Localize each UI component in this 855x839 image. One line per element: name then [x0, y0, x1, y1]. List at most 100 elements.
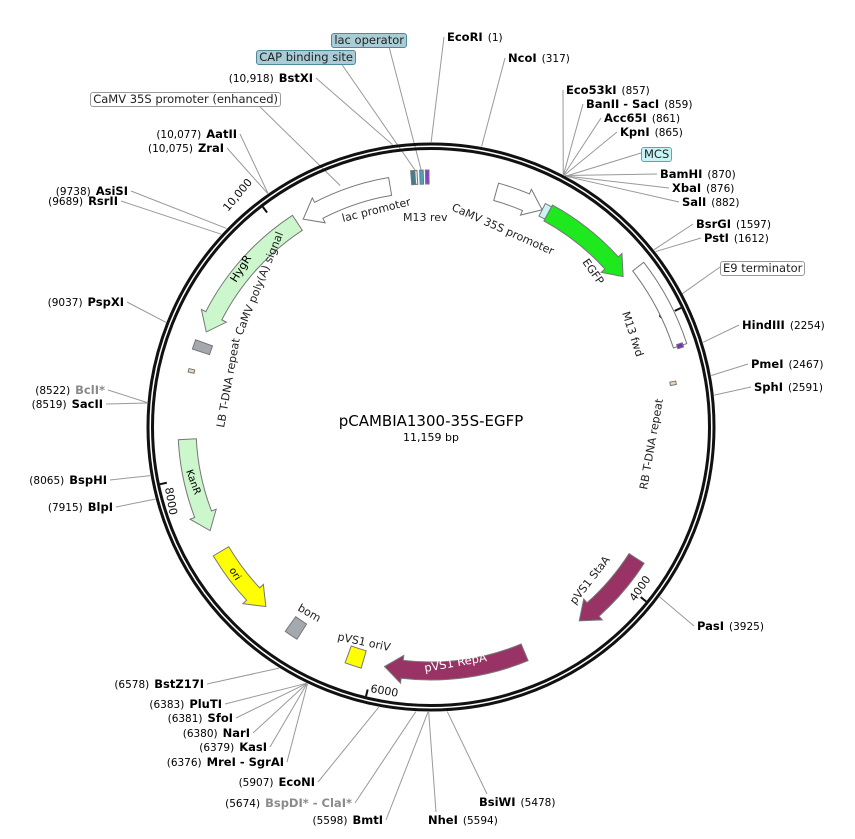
site-name: Acc65I — [604, 111, 647, 125]
callout-camv-35s-promoter-enhanced[interactable]: CaMV 35S promoter (enhanced) — [90, 92, 281, 107]
site-bsiwi[interactable]: BsiWI(5478) — [479, 796, 560, 810]
feature-bom[interactable] — [284, 615, 308, 640]
feature-lb-t-dna-repeat[interactable] — [187, 367, 196, 374]
site-bstz17i[interactable]: (6578)BstZ17I — [109, 678, 204, 692]
site-hindiii[interactable]: HindIII(2254) — [742, 319, 830, 333]
site-nari[interactable]: (6380) NarI — [178, 727, 250, 741]
feature-pvs1-staa[interactable] — [578, 552, 645, 622]
site-asisi[interactable]: (9738)AsiSI — [51, 185, 128, 199]
leader-line — [109, 475, 151, 481]
site-pasi[interactable]: PasI(3925) — [697, 620, 769, 634]
leader-line — [563, 117, 602, 176]
site-position-value: 10,075 — [152, 143, 189, 155]
site-bsphi[interactable]: (8065)BspHI — [24, 474, 107, 488]
site-sfoi[interactable]: (6381)SfoI — [163, 712, 233, 726]
site-econi[interactable]: (5907)EcoNI — [234, 776, 315, 790]
feature-e9-terminator[interactable] — [631, 261, 688, 349]
site-bspdi-clai[interactable]: (5674)BspDI* - ClaI* — [220, 797, 352, 811]
tick-mark — [159, 481, 168, 486]
leader-line — [564, 131, 618, 176]
site-psti[interactable]: PstI(1612) — [704, 232, 774, 246]
site-rsrii[interactable]: (9689)RsrII — [43, 195, 118, 209]
site-position: (6380) — [182, 728, 218, 740]
site-position-value: 857 — [625, 85, 646, 97]
feature-hygr[interactable] — [200, 214, 304, 333]
site-bamhi[interactable]: BamHI(870) — [660, 168, 741, 182]
site-xbai[interactable]: XbaI(876) — [672, 182, 739, 196]
site-sphi[interactable]: SphI(2591) — [754, 381, 828, 395]
site-position-value: 3925 — [733, 621, 760, 633]
site-position: (5598) — [312, 815, 348, 827]
callout-cap-binding-site[interactable]: CAP binding site — [256, 50, 356, 65]
site-name: BspDI* - ClaI* — [265, 796, 352, 810]
feature-m13-fwd[interactable] — [675, 342, 685, 350]
site-acc65i[interactable]: Acc65I(861) — [604, 112, 685, 126]
site-position-value: 5594 — [467, 815, 494, 827]
leader-line — [566, 175, 680, 203]
site-name: BsiWI — [479, 795, 516, 809]
leader-line — [428, 711, 437, 813]
site-name: PasI — [697, 619, 725, 633]
site-name: SphI — [754, 380, 783, 394]
site-bsrgi[interactable]: BsrGI(1597) — [696, 218, 776, 232]
leader-line — [107, 389, 148, 403]
leader-line — [252, 683, 308, 734]
site-sacii[interactable]: (8519)SacII — [27, 398, 103, 412]
site-ncoi[interactable]: NcoI(317) — [508, 52, 575, 66]
callout-lac-operator[interactable]: lac operator — [331, 33, 407, 48]
site-pspxi[interactable]: (9037)PspXI — [43, 296, 124, 310]
leader-line — [563, 152, 642, 178]
feature-egfp[interactable] — [543, 204, 624, 278]
feature-camv-poly-a-signal[interactable] — [191, 339, 214, 356]
site-position-value: 8522 — [39, 385, 67, 397]
callout-mcs[interactable]: MCS — [641, 147, 673, 162]
site-position-value: 5598 — [316, 815, 344, 827]
site-name: BsrGI — [696, 217, 731, 231]
site-bcli[interactable]: (8522)BclI* — [30, 384, 105, 398]
site-position-value: 6383 — [153, 699, 181, 711]
feature-cap-binding-site[interactable] — [414, 169, 419, 186]
feature-ori[interactable] — [212, 546, 267, 608]
site-name: Eco53kI — [566, 83, 617, 97]
site-position-value: 8065 — [33, 475, 61, 487]
feature-camv-35s-promoter-enhanced[interactable] — [302, 177, 393, 224]
site-zrai[interactable]: (10,075)ZraI — [143, 142, 224, 156]
site-pluti[interactable]: (6383)PluTI — [144, 698, 222, 712]
leader-line — [565, 173, 658, 177]
site-name: NarI — [222, 726, 250, 740]
site-position: (10,075) — [147, 143, 193, 155]
site-kpni[interactable]: KpnI(865) — [620, 126, 688, 140]
site-nhei[interactable]: NheI(5594) — [428, 814, 503, 828]
site-blpi[interactable]: (7915)BlpI — [43, 501, 113, 515]
feature-m13-rev[interactable] — [424, 169, 430, 185]
site-banii-saci[interactable]: BanII - SacI(859) — [586, 98, 697, 112]
site-name: BstZ17I — [154, 677, 204, 691]
site-position-value: 861 — [655, 113, 676, 125]
site-name: SalI — [682, 195, 707, 209]
site-pmei[interactable]: PmeI(2467) — [751, 358, 828, 372]
feature-camv-35s-promoter[interactable] — [493, 182, 543, 216]
feature-rb-t-dna-repeat[interactable] — [669, 380, 677, 387]
site-position: (6381) — [167, 713, 203, 725]
site-aatii[interactable]: (10,077)AatII — [151, 128, 237, 142]
leader-line — [680, 266, 721, 295]
feature-kanr[interactable] — [177, 438, 217, 532]
site-sali[interactable]: SalI(882) — [682, 196, 745, 210]
site-name: KasI — [239, 740, 267, 754]
feature-pvs1-oriv[interactable] — [344, 645, 367, 669]
feature-lac-operator[interactable] — [419, 169, 425, 185]
site-position: (857) — [621, 85, 650, 97]
feature-pvs1-repa[interactable] — [383, 643, 529, 685]
site-mrei-sgrai[interactable]: (6376)MreI - SgrAI — [162, 756, 284, 770]
leader-line — [115, 498, 156, 508]
callout-e9-terminator[interactable]: E9 terminator — [720, 261, 806, 276]
leader-line — [120, 200, 222, 235]
site-bmti[interactable]: (5598)BmtI — [308, 814, 383, 828]
site-eco53ki[interactable]: Eco53kI (857) — [566, 84, 655, 98]
leader-line — [105, 402, 148, 405]
site-kasi[interactable]: (6379)KasI — [194, 741, 267, 755]
site-name: PluTI — [189, 697, 222, 711]
site-ecori[interactable]: EcoRI(1) — [447, 31, 508, 45]
site-bstxi[interactable]: (10,918)BstXI — [224, 72, 313, 86]
